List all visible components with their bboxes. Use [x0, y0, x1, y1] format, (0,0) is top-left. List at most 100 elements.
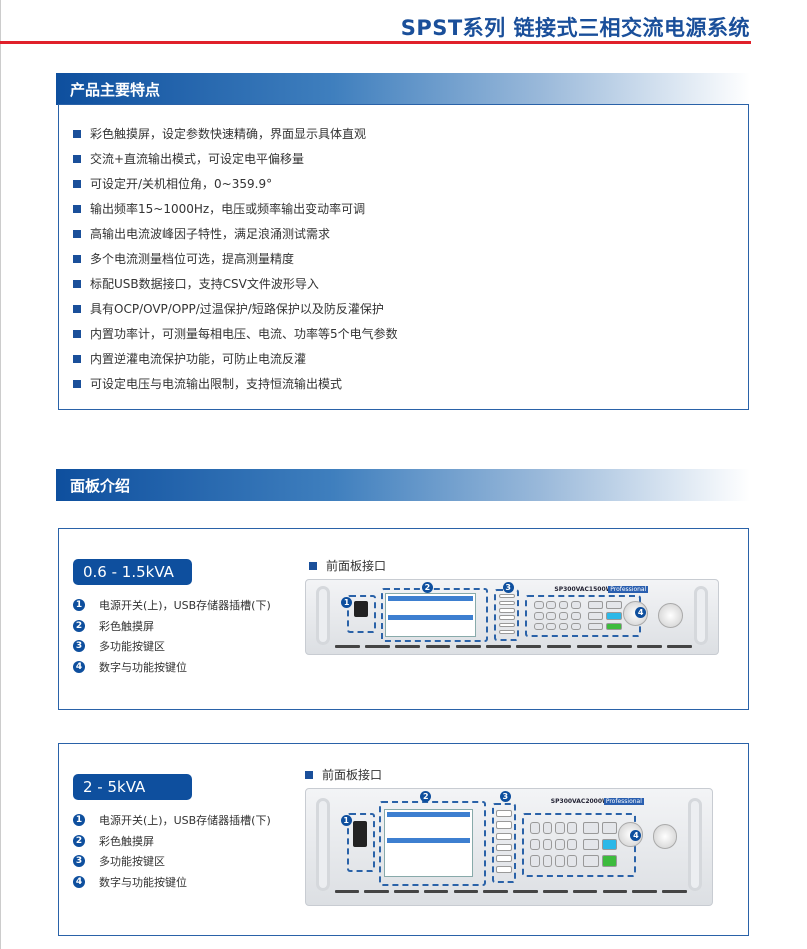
soft-key[interactable]: [495, 866, 513, 874]
function-key[interactable]: [583, 855, 599, 867]
keypad-key[interactable]: [570, 611, 581, 620]
vent-slot: [365, 645, 391, 649]
rack-handle: [694, 585, 708, 646]
feature-item: 彩色触摸屏，设定参数快速精确，界面显示具体直观: [73, 121, 748, 146]
keypad-key[interactable]: [533, 601, 544, 609]
soft-key[interactable]: [495, 855, 513, 863]
keypad-key[interactable]: [546, 622, 557, 631]
number-marker-icon: 3: [502, 581, 514, 593]
power-switch[interactable]: [353, 600, 369, 618]
keypad-key[interactable]: [546, 611, 557, 620]
bullet-square-icon: [73, 154, 81, 163]
vent-slot: [334, 645, 360, 649]
number-marker-icon: 2: [421, 581, 433, 593]
function-key[interactable]: [587, 622, 604, 631]
keypad-key[interactable]: [567, 855, 577, 867]
vent-slot: [516, 645, 542, 649]
feature-text: 可设定开/关机相位角，0~359.9°: [90, 177, 273, 191]
number-marker-icon: 4: [73, 875, 85, 888]
page-edge: [0, 0, 1, 949]
feature-item: 内置功率计，可测量每相电压、电流、功率等5个电气参数: [73, 321, 748, 346]
keypad-key[interactable]: [546, 601, 557, 609]
soft-key[interactable]: [495, 821, 513, 829]
function-key[interactable]: [606, 611, 622, 620]
function-key[interactable]: [601, 838, 618, 851]
feature-item: 可设定开/关机相位角，0~359.9°: [73, 171, 748, 196]
vent-slot: [632, 890, 657, 894]
feature-text: 具有OCP/OVP/OPP/过温保护/短路保护以及防反灌保护: [90, 302, 384, 316]
function-key[interactable]: [606, 622, 622, 631]
function-key[interactable]: [587, 601, 604, 609]
rotary-knob[interactable]: [657, 602, 683, 628]
panel-heading: 面板介绍: [56, 469, 750, 501]
power-range-badge: 2 - 5kVA: [73, 774, 192, 800]
bullet-square-icon: [73, 329, 81, 338]
number-marker-icon: 3: [73, 855, 85, 868]
vent-slot: [546, 645, 572, 649]
soft-key[interactable]: [495, 810, 513, 818]
function-keys-zone: [491, 803, 517, 884]
soft-key[interactable]: [495, 843, 513, 851]
vent-slot: [425, 645, 451, 649]
keypad-key[interactable]: [542, 838, 553, 851]
rack-handle: [316, 585, 330, 646]
vent-slot: [334, 890, 360, 894]
keypad-key[interactable]: [533, 622, 544, 631]
power-switch-zone: [346, 812, 376, 872]
features-heading: 产品主要特点: [56, 73, 750, 105]
keypad-key[interactable]: [570, 601, 581, 609]
rotary-knob[interactable]: [652, 824, 678, 849]
front-panel-label: 前面板接口: [309, 557, 386, 574]
keypad-key[interactable]: [558, 622, 569, 631]
soft-key[interactable]: [498, 622, 516, 628]
soft-key[interactable]: [498, 608, 516, 613]
touchscreen-zone: [379, 800, 486, 886]
feature-item: 具有OCP/OVP/OPP/过温保护/短路保护以及防反灌保护: [73, 296, 748, 321]
touchscreen[interactable]: [383, 809, 474, 878]
vent-slot: [513, 890, 538, 894]
model-name: SP300VAC2000W: [550, 798, 609, 806]
keypad-key[interactable]: [567, 838, 577, 851]
function-key[interactable]: [583, 822, 599, 834]
soft-key[interactable]: [498, 593, 516, 599]
function-key[interactable]: [601, 855, 618, 867]
keypad-key[interactable]: [554, 822, 565, 834]
bullet-square-icon: [73, 254, 81, 263]
keypad-key[interactable]: [530, 855, 541, 867]
vent-slot: [483, 890, 508, 894]
number-marker-icon: 4: [635, 606, 647, 618]
number-marker-icon: 1: [73, 599, 85, 612]
soft-key[interactable]: [495, 832, 513, 840]
keypad-key[interactable]: [542, 822, 553, 834]
function-key[interactable]: [583, 838, 599, 851]
keypad-key[interactable]: [554, 855, 565, 867]
soft-key[interactable]: [498, 615, 516, 620]
keypad-key[interactable]: [554, 838, 565, 851]
soft-key[interactable]: [498, 629, 516, 635]
keypad-key[interactable]: [558, 611, 569, 620]
keypad-key[interactable]: [570, 622, 581, 631]
keypad-key[interactable]: [533, 611, 544, 620]
vent-slot: [662, 890, 687, 894]
feature-text: 多个电流测量档位可选，提高测量精度: [90, 252, 295, 266]
keypad-key[interactable]: [530, 838, 541, 851]
touchscreen[interactable]: [384, 592, 476, 637]
soft-key[interactable]: [498, 600, 516, 606]
legend-text: 电源开关(上)，USB存储器插槽(下): [99, 599, 271, 613]
function-key[interactable]: [587, 611, 604, 620]
function-key[interactable]: [606, 601, 622, 609]
keypad-key[interactable]: [530, 822, 541, 834]
rack-handle: [316, 798, 330, 892]
function-key[interactable]: [601, 822, 618, 834]
keypad-key[interactable]: [542, 855, 553, 867]
power-switch[interactable]: [352, 820, 368, 847]
keypad-key[interactable]: [567, 822, 577, 834]
keypad-key[interactable]: [558, 601, 569, 609]
